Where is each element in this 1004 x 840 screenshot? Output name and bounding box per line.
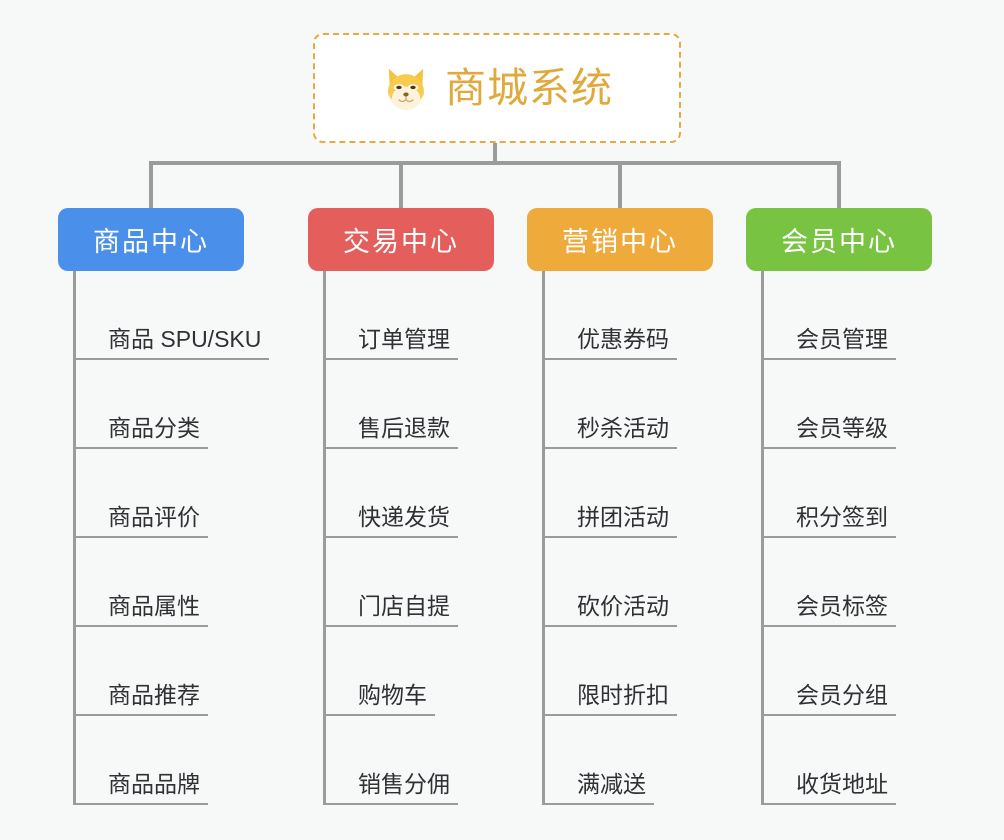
connector-drop-2 <box>399 161 403 209</box>
leaf-label: 商品品牌 <box>73 771 208 805</box>
shiba-dog-face-icon <box>381 64 431 114</box>
list-item[interactable]: 商品评价 <box>73 449 244 538</box>
leaf-label: 限时折扣 <box>542 682 677 716</box>
list-item[interactable]: 商品属性 <box>73 538 244 627</box>
connector-drop-1 <box>149 161 153 209</box>
connector-horizontal-bus <box>149 161 841 165</box>
leaf-label: 订单管理 <box>323 326 458 360</box>
leaf-label: 会员管理 <box>761 326 896 360</box>
leaf-label: 商品分类 <box>73 415 208 449</box>
list-item[interactable]: 收货地址 <box>761 716 932 805</box>
list-item[interactable]: 购物车 <box>323 627 494 716</box>
branch-member-center: 会员中心 会员管理 会员等级 积分签到 会员标签 会员分组 收货地址 <box>746 208 932 805</box>
list-item[interactable]: 快递发货 <box>323 449 494 538</box>
list-item[interactable]: 售后退款 <box>323 360 494 449</box>
leaf-label: 门店自提 <box>323 593 458 627</box>
leaf-list-marketing-center: 优惠券码 秒杀活动 拼团活动 砍价活动 限时折扣 满减送 <box>542 271 713 805</box>
list-item[interactable]: 商品分类 <box>73 360 244 449</box>
branch-header-label: 交易中心 <box>343 227 459 257</box>
leaf-label: 快递发货 <box>323 504 458 538</box>
leaf-label: 优惠券码 <box>542 326 677 360</box>
leaf-label: 秒杀活动 <box>542 415 677 449</box>
leaf-label: 满减送 <box>542 771 654 805</box>
list-item[interactable]: 满减送 <box>542 716 713 805</box>
leaf-list-trade-center: 订单管理 售后退款 快递发货 门店自提 购物车 销售分佣 <box>323 271 494 805</box>
leaf-label: 售后退款 <box>323 415 458 449</box>
leaf-list-product-center: 商品 SPU/SKU 商品分类 商品评价 商品属性 商品推荐 商品品牌 <box>73 271 270 805</box>
leaf-label: 收货地址 <box>761 771 896 805</box>
list-item[interactable]: 砍价活动 <box>542 538 713 627</box>
leaf-label: 拼团活动 <box>542 504 677 538</box>
leaf-label: 会员等级 <box>761 415 896 449</box>
root-title: 商城系统 <box>445 64 613 111</box>
branch-header-label: 会员中心 <box>781 227 897 257</box>
leaf-label: 商品评价 <box>73 504 208 538</box>
leaf-label: 积分签到 <box>761 504 896 538</box>
leaf-label: 商品 SPU/SKU <box>73 326 270 360</box>
list-item[interactable]: 商品 SPU/SKU <box>73 271 270 360</box>
list-item[interactable]: 门店自提 <box>323 538 494 627</box>
list-item[interactable]: 会员标签 <box>761 538 932 627</box>
branch-header-product-center[interactable]: 商品中心 <box>58 208 244 271</box>
list-item[interactable]: 商品品牌 <box>73 716 244 805</box>
leaf-list-member-center: 会员管理 会员等级 积分签到 会员标签 会员分组 收货地址 <box>761 271 932 805</box>
branch-header-label: 营销中心 <box>562 227 678 257</box>
leaf-label: 购物车 <box>323 682 435 716</box>
branch-header-member-center[interactable]: 会员中心 <box>746 208 932 271</box>
leaf-label: 会员标签 <box>761 593 896 627</box>
root-node[interactable]: 商城系统 <box>313 33 681 143</box>
leaf-label: 商品推荐 <box>73 682 208 716</box>
branch-header-trade-center[interactable]: 交易中心 <box>308 208 494 271</box>
leaf-label: 商品属性 <box>73 593 208 627</box>
list-item[interactable]: 订单管理 <box>323 271 494 360</box>
branch-product-center: 商品中心 商品 SPU/SKU 商品分类 商品评价 商品属性 商品推荐 商品品牌 <box>58 208 270 805</box>
list-item[interactable]: 商品推荐 <box>73 627 244 716</box>
connector-drop-4 <box>837 161 841 209</box>
leaf-label: 砍价活动 <box>542 593 677 627</box>
list-item[interactable]: 积分签到 <box>761 449 932 538</box>
list-item[interactable]: 拼团活动 <box>542 449 713 538</box>
connector-root-vertical <box>493 143 497 164</box>
list-item[interactable]: 优惠券码 <box>542 271 713 360</box>
branch-marketing-center: 营销中心 优惠券码 秒杀活动 拼团活动 砍价活动 限时折扣 满减送 <box>527 208 713 805</box>
leaf-label: 销售分佣 <box>323 771 458 805</box>
list-item[interactable]: 销售分佣 <box>323 716 494 805</box>
branch-header-label: 商品中心 <box>93 227 209 257</box>
connector-drop-3 <box>618 161 622 209</box>
list-item[interactable]: 会员管理 <box>761 271 932 360</box>
branch-trade-center: 交易中心 订单管理 售后退款 快递发货 门店自提 购物车 销售分佣 <box>308 208 494 805</box>
branch-header-marketing-center[interactable]: 营销中心 <box>527 208 713 271</box>
list-item[interactable]: 会员等级 <box>761 360 932 449</box>
list-item[interactable]: 秒杀活动 <box>542 360 713 449</box>
leaf-label: 会员分组 <box>761 682 896 716</box>
list-item[interactable]: 会员分组 <box>761 627 932 716</box>
list-item[interactable]: 限时折扣 <box>542 627 713 716</box>
